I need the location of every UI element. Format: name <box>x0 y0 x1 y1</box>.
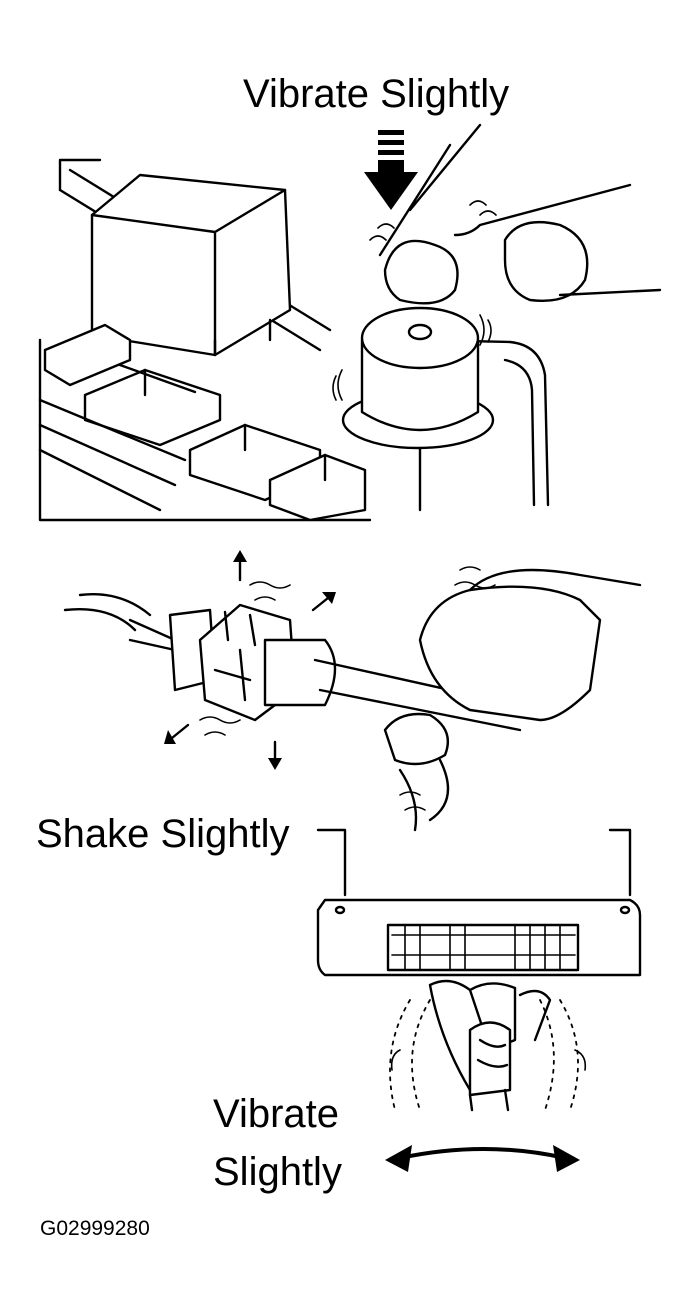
vibrate-slightly-label-top: Vibrate Slightly <box>243 72 510 116</box>
move-arrow-icon <box>164 550 336 770</box>
figure-code: G02999280 <box>40 1217 150 1240</box>
vibrate-label-bottom: Vibrate <box>213 1092 340 1136</box>
slightly-label-bottom: Slightly <box>213 1150 342 1194</box>
connector-scene <box>63 566 642 832</box>
down-arrow-icon <box>364 130 418 210</box>
ecu-harness-scene <box>316 828 642 1112</box>
double-headed-arrow-icon <box>385 1145 580 1172</box>
shake-slightly-label: Shake Slightly <box>36 812 290 856</box>
relay-box-scene <box>38 123 662 522</box>
